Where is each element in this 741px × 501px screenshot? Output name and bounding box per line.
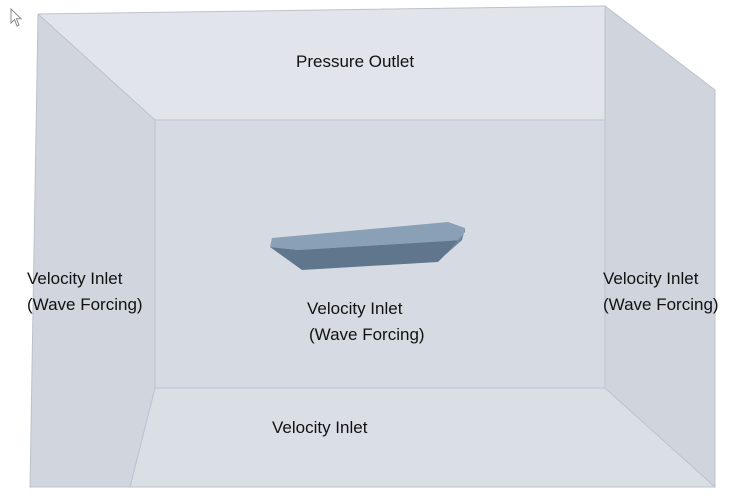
label-left: Velocity Inlet (Wave Forcing): [27, 266, 143, 318]
label-right: Velocity Inlet (Wave Forcing): [603, 266, 719, 318]
label-back-line2: (Wave Forcing): [309, 325, 425, 344]
label-left-line2: (Wave Forcing): [27, 295, 143, 314]
top-face: [38, 6, 605, 120]
label-left-line1: Velocity Inlet: [27, 269, 123, 288]
hull-model: [270, 222, 465, 270]
cursor-icon: [10, 8, 23, 27]
right-face: [605, 6, 715, 487]
label-top: Pressure Outlet: [296, 52, 415, 71]
label-bottom: Velocity Inlet: [272, 418, 368, 437]
label-right-line1: Velocity Inlet: [603, 269, 699, 288]
left-face: [30, 14, 155, 487]
label-back-line1: Velocity Inlet: [307, 299, 403, 318]
label-right-line2: (Wave Forcing): [603, 295, 719, 314]
label-back: Velocity Inlet (Wave Forcing): [307, 296, 425, 348]
bottom-face: [130, 388, 715, 487]
